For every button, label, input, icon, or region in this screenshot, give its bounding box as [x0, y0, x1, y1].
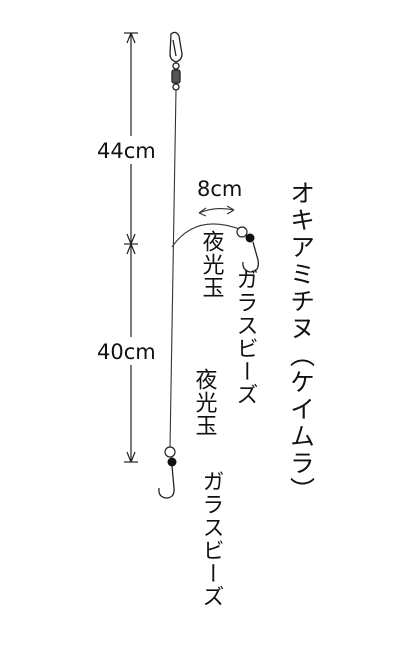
branch-length-arrow [198, 205, 235, 217]
upper-hook-icon [242, 241, 259, 273]
length-dimension-line [124, 32, 138, 463]
upper-length-label: 44cm [97, 139, 156, 163]
upper-glass-bead [245, 233, 255, 243]
lower-hook-icon [158, 465, 175, 499]
lower-glass-bead [167, 457, 177, 467]
lower-length-label: 40cm [97, 340, 156, 364]
main-line [169, 89, 177, 449]
upper-branch-line [171, 223, 243, 248]
lower-glass-bead-label: ガラスビーズ [199, 470, 224, 608]
upper-glass-bead-label: ガラスビーズ [233, 268, 258, 406]
lower-glow-bead [164, 446, 176, 458]
upper-glow-bead [236, 226, 248, 238]
snap-swivel-icon [169, 31, 183, 91]
upper-glow-bead-label: 夜光玉 [199, 230, 225, 299]
product-title: オキアミチヌ（ケイムラ） [287, 180, 316, 504]
lower-glow-bead-label: 夜光玉 [192, 368, 218, 437]
branch-length-label: 8cm [197, 177, 242, 201]
